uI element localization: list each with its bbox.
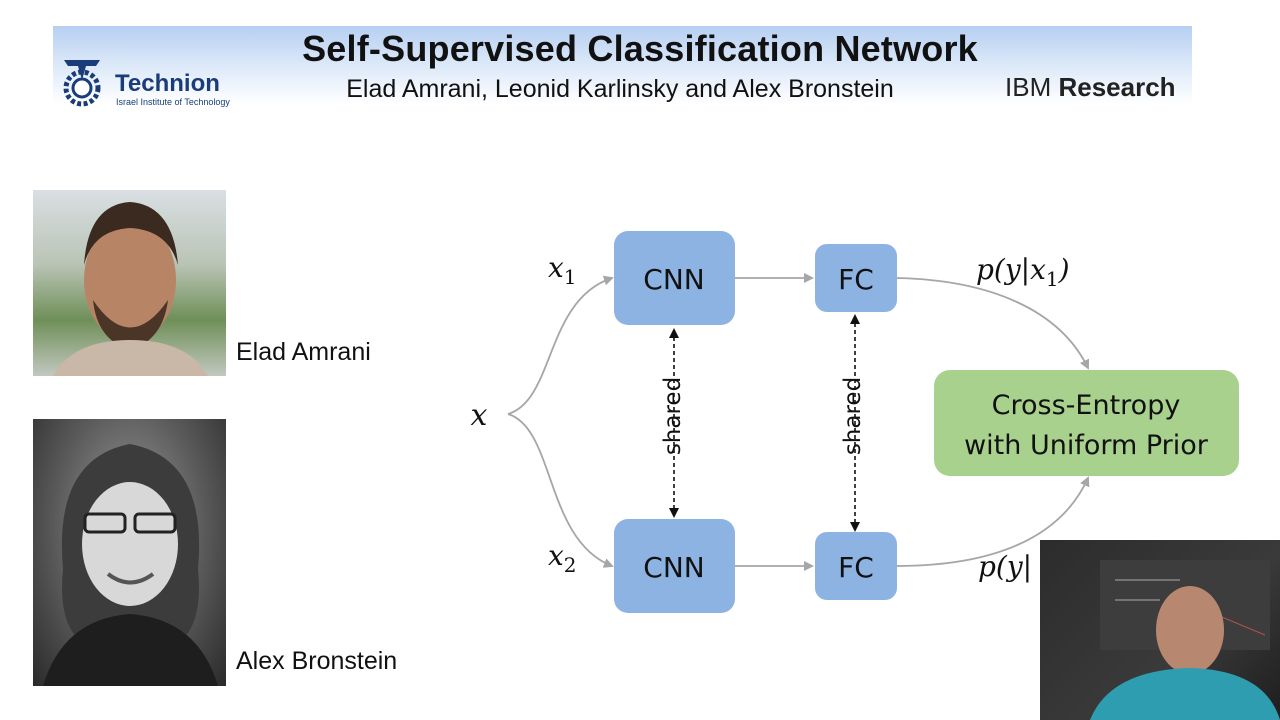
- photo-elad-amrani: [33, 190, 226, 376]
- cnn-bottom-label: CNN: [643, 551, 704, 584]
- shared-label-right: shared: [840, 377, 866, 455]
- loss-box: [934, 370, 1239, 476]
- webcam-video-overlay: [1040, 540, 1280, 720]
- cnn-top-box: [614, 231, 735, 325]
- input-to-cnn-top-arrow: [507, 275, 614, 415]
- photo-alex-bronstein: [33, 419, 226, 686]
- p-y-x2-label: p(y|: [978, 550, 1032, 583]
- portrait-icon: [53, 202, 208, 376]
- slide-authors: Elad Amrani, Leonid Karlinsky and Alex B…: [346, 75, 894, 103]
- fc-bottom-to-loss-arrow: [896, 476, 1090, 567]
- ibm-research-logo: IBM Research: [1005, 72, 1176, 103]
- shared-label-left: shared: [660, 377, 686, 455]
- loss-label-line2: with Uniform Prior: [964, 430, 1209, 461]
- person-name: Alex Bronstein: [236, 647, 398, 675]
- slide-title: Self-Supervised Classification Network: [302, 28, 978, 69]
- header-band: [53, 26, 1192, 104]
- loss-label-line1: Cross-Entropy: [992, 390, 1181, 421]
- portrait-icon: [43, 444, 218, 686]
- fc-bottom-label: FC: [838, 551, 874, 584]
- presenter-video-icon: [1090, 560, 1280, 720]
- technion-emblem-icon: [63, 60, 101, 107]
- x1-label: x1: [548, 251, 577, 289]
- technion-subtitle: Israel Institute of Technology: [116, 97, 230, 107]
- technion-logo: Technion Israel Institute of Technology: [60, 58, 240, 110]
- research-wordmark: Research: [1058, 72, 1176, 102]
- fc-top-label: FC: [838, 263, 874, 296]
- technion-wordmark: Technion: [115, 70, 220, 97]
- fc-bottom-box: [815, 532, 897, 600]
- input-x-label: x: [471, 398, 488, 433]
- fc-top-box: [815, 244, 897, 312]
- input-to-cnn-bottom-arrow: [507, 413, 614, 568]
- x2-label: x2: [548, 539, 577, 577]
- person-name: Elad Amrani: [236, 338, 371, 366]
- ibm-wordmark: IBM: [1005, 72, 1052, 102]
- cnn-top-label: CNN: [643, 263, 704, 296]
- cnn-bottom-box: [614, 519, 735, 613]
- p-y-x1-label: p(y|x1): [976, 253, 1070, 291]
- fc-top-to-loss-arrow: [896, 277, 1090, 370]
